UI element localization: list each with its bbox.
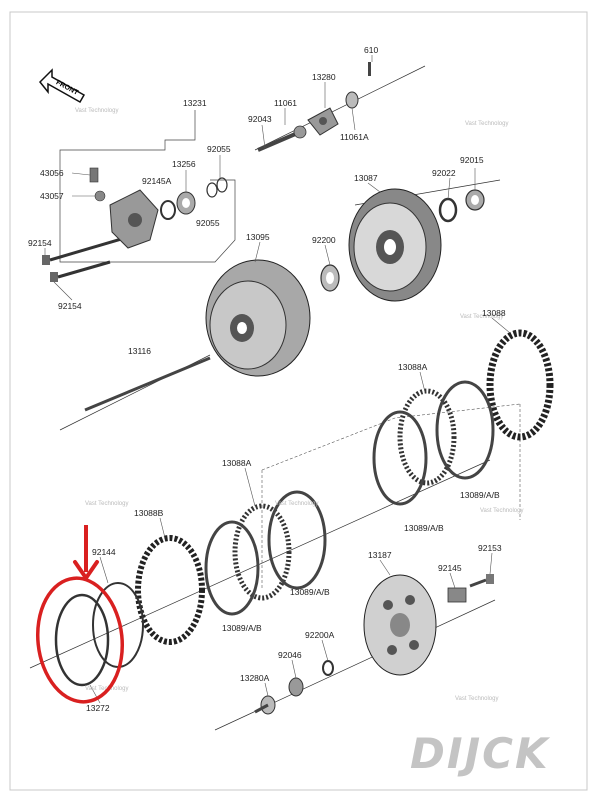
label-92055-top: 92055 bbox=[207, 144, 231, 154]
label-92154-top: 92154 bbox=[28, 238, 52, 248]
label-13272: 13272 bbox=[86, 703, 110, 713]
page-border bbox=[9, 11, 588, 791]
label-92043: 92043 bbox=[248, 114, 272, 124]
collar-92200-icon bbox=[320, 264, 340, 292]
spring-92145-icon bbox=[447, 587, 467, 603]
label-92145a: 92145A bbox=[142, 176, 172, 186]
label-92144: 92144 bbox=[92, 547, 116, 557]
label-43057: 43057 bbox=[40, 191, 64, 201]
label-92055-bottom: 92055 bbox=[196, 218, 220, 228]
part-labels: 610 13280 11061 11061A 13231 92043 92055… bbox=[28, 45, 506, 713]
bearing-13256-icon bbox=[176, 191, 196, 215]
leader-lines bbox=[44, 55, 511, 704]
highlight-circle bbox=[35, 576, 125, 704]
seal-92145a-icon bbox=[160, 200, 176, 220]
label-92145: 92145 bbox=[438, 563, 462, 573]
label-13089-mid: 13089/A/B bbox=[404, 523, 444, 533]
label-92015: 92015 bbox=[460, 155, 484, 165]
release-lever-housing-icon bbox=[109, 189, 159, 249]
friction-plate-13088b-icon bbox=[135, 535, 205, 645]
pusher-13280a-icon bbox=[254, 695, 276, 715]
label-13095: 13095 bbox=[246, 232, 270, 242]
pressure-plate-13187-icon bbox=[363, 574, 437, 676]
watermark-3: Vast Technology bbox=[460, 314, 503, 320]
clutch-hub-13095-icon bbox=[205, 259, 311, 377]
label-13187: 13187 bbox=[368, 550, 392, 560]
judder-ring-13272-icon bbox=[54, 593, 110, 687]
clutch-housing-13087-icon bbox=[348, 188, 442, 302]
washer-92200a-icon bbox=[322, 660, 334, 676]
pushrod-13116-icon bbox=[84, 356, 211, 412]
label-92046: 92046 bbox=[278, 650, 302, 660]
label-13231: 13231 bbox=[183, 98, 207, 108]
watermark-5: Vast Technology bbox=[275, 501, 318, 507]
bolt-92153-icon bbox=[469, 574, 494, 588]
pushrod-92043-icon bbox=[257, 125, 307, 152]
watermark-2: Vast Technology bbox=[465, 121, 508, 127]
steel-plate-13088-icon bbox=[486, 329, 554, 441]
brand-logo: DIJCK bbox=[410, 729, 551, 778]
label-13087: 13087 bbox=[354, 173, 378, 183]
highlight-annotation bbox=[35, 525, 125, 704]
bolt-92154-lower-icon bbox=[50, 260, 111, 282]
label-13280a: 13280A bbox=[240, 673, 270, 683]
label-13088a-mid: 13088A bbox=[222, 458, 252, 468]
nut-92015-icon bbox=[465, 189, 485, 211]
fitting-43056-icon bbox=[89, 167, 99, 183]
watermark-6: Vast Technology bbox=[480, 508, 523, 514]
label-13280: 13280 bbox=[312, 72, 336, 82]
label-11061: 11061 bbox=[274, 98, 297, 108]
label-92022: 92022 bbox=[432, 168, 456, 178]
watermark-1: Vast Technology bbox=[75, 108, 118, 114]
label-43056: 43056 bbox=[40, 168, 64, 178]
bearing-92046-icon bbox=[288, 677, 304, 697]
label-610: 610 bbox=[364, 45, 378, 55]
label-13089-left: 13089/A/B bbox=[222, 623, 262, 633]
label-13088a-top: 13088A bbox=[398, 362, 428, 372]
label-92200: 92200 bbox=[312, 235, 336, 245]
label-13089-center: 13089/A/B bbox=[290, 587, 330, 597]
front-arrow-icon: FRONT bbox=[38, 68, 86, 104]
washer-92055-icon bbox=[206, 177, 228, 198]
washer-92022-icon bbox=[438, 197, 458, 223]
steel-plate-13089-upper-mid-icon bbox=[372, 410, 428, 506]
alignment-box bbox=[261, 403, 521, 588]
steel-plate-13089-left-icon bbox=[204, 520, 260, 616]
label-13088b: 13088B bbox=[134, 508, 164, 518]
steel-plate-13089-center-icon bbox=[267, 490, 327, 590]
friction-plate-13088a-top-icon bbox=[397, 388, 457, 486]
label-13088: 13088 bbox=[482, 308, 506, 318]
pin-610-icon bbox=[368, 62, 371, 76]
steel-plate-13089-upper-right-icon bbox=[435, 380, 495, 480]
label-92154-bottom: 92154 bbox=[58, 301, 82, 311]
lever-13280-icon bbox=[307, 107, 339, 136]
label-13116: 13116 bbox=[128, 346, 151, 356]
label-13089-right: 13089/A/B bbox=[460, 490, 500, 500]
seal-11061a-icon bbox=[345, 91, 359, 109]
label-92200a: 92200A bbox=[305, 630, 335, 640]
fitting-43057-icon bbox=[94, 190, 106, 202]
friction-plate-13088a-mid-icon bbox=[232, 503, 292, 601]
label-92153: 92153 bbox=[478, 543, 502, 553]
watermark-4: Vast Technology bbox=[85, 501, 128, 507]
label-11061a: 11061A bbox=[340, 132, 369, 142]
watermark-8: Vast Technology bbox=[455, 696, 498, 702]
spring-plate-92144-icon bbox=[92, 582, 144, 668]
label-13256: 13256 bbox=[172, 159, 196, 169]
cover-group-bracket bbox=[59, 110, 236, 263]
